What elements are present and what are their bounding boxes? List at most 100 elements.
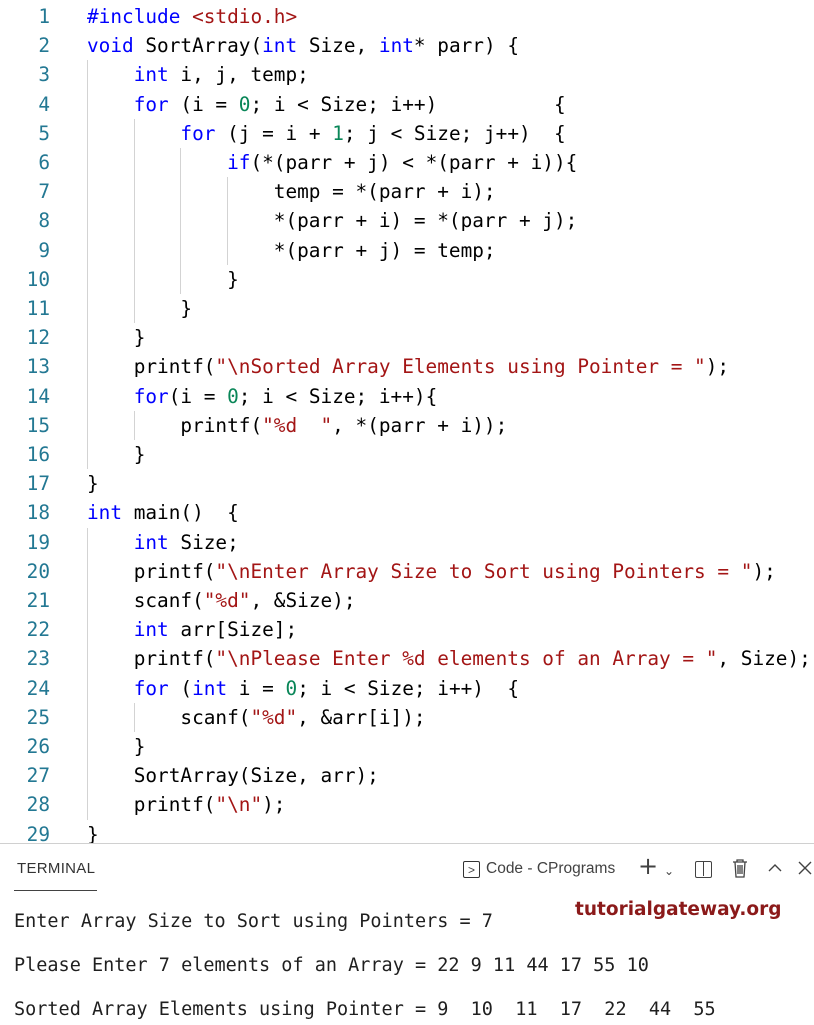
- terminal-panel: TERMINAL > Code - CPrograms + ⌄ tutorial…: [0, 843, 814, 1025]
- line-number: 13: [26, 355, 50, 379]
- chevron-down-icon[interactable]: ⌄: [664, 864, 675, 878]
- tab-terminal[interactable]: TERMINAL: [17, 860, 96, 877]
- terminal-selector[interactable]: > Code - CPrograms: [463, 860, 615, 878]
- line-number: 22: [26, 618, 50, 642]
- indent-guide: [87, 177, 88, 207]
- active-tab-indicator: [14, 890, 97, 891]
- indent-guide: [87, 410, 88, 440]
- code-text: scanf("%d", &Size);: [87, 586, 356, 615]
- code-token: i, j, temp;: [168, 63, 309, 87]
- code-token: int: [192, 676, 228, 700]
- code-text: temp = *(parr + i);: [87, 177, 496, 206]
- code-line: 25 scanf("%d", &arr[i]);: [0, 702, 814, 732]
- line-number: 5: [38, 121, 50, 145]
- code-token: *(parr + i) = *(parr + j);: [87, 209, 578, 233]
- code-text: int i, j, temp;: [87, 60, 309, 89]
- indent-guide: [180, 177, 182, 207]
- indent-guide: [87, 615, 88, 645]
- code-line: 14 for(i = 0; i < Size; i++){: [0, 381, 814, 411]
- line-number: 1: [38, 5, 50, 28]
- code-line: 3 int i, j, temp;: [0, 60, 814, 90]
- code-text: for(i = 0; i < Size; i++){: [87, 382, 438, 411]
- indent-guide: [87, 118, 88, 148]
- code-token: i =: [227, 676, 286, 700]
- code-token: Size;: [168, 530, 239, 554]
- code-token: }: [87, 472, 99, 496]
- code-token: "%d": [250, 705, 298, 729]
- trash-icon[interactable]: [731, 858, 749, 883]
- code-line: 17}: [0, 469, 814, 498]
- code-token: }: [87, 443, 146, 466]
- code-text: printf("%d ", *(parr + i));: [87, 411, 507, 440]
- line-number: 10: [26, 267, 50, 291]
- code-token: 1: [332, 121, 344, 145]
- line-number: 3: [38, 63, 50, 87]
- indent-guide: [180, 235, 182, 265]
- code-line: 26 }: [0, 732, 814, 762]
- code-text: *(parr + i) = *(parr + j);: [87, 206, 578, 235]
- code-text: if(*(parr + j) < *(parr + i)){: [87, 148, 577, 177]
- code-token: [87, 151, 227, 174]
- line-number: 21: [26, 589, 50, 612]
- indent-guide: [87, 556, 88, 586]
- code-token: printf(: [87, 793, 216, 817]
- line-number: 20: [26, 559, 50, 583]
- code-token: temp = *(parr + i);: [87, 180, 496, 204]
- indent-guide: [87, 381, 88, 411]
- code-text: SortArray(Size, arr);: [87, 761, 379, 790]
- code-line: 6 if(*(parr + j) < *(parr + i)){: [0, 148, 814, 178]
- code-token: printf(: [87, 413, 263, 437]
- indent-guide: [87, 235, 88, 265]
- plus-icon[interactable]: +: [638, 852, 659, 880]
- code-token: [87, 618, 134, 641]
- line-number: 15: [26, 413, 50, 437]
- line-number: 8: [38, 209, 50, 233]
- code-line: 11 }: [0, 294, 814, 324]
- code-token: int: [133, 63, 169, 87]
- code-token: , *(parr + i));: [332, 413, 508, 437]
- code-text: printf("\nEnter Array Size to Sort using…: [87, 557, 776, 586]
- line-number: 27: [26, 764, 50, 788]
- code-line: 28 printf("\n");: [0, 790, 814, 820]
- code-token: "\nEnter Array Size to Sort using Pointe…: [215, 559, 753, 583]
- code-line: 23 printf("\nPlease Enter %d elements of…: [0, 644, 814, 674]
- code-token: "\nPlease Enter %d elements of an Array …: [215, 647, 718, 671]
- indent-guide: [87, 89, 88, 119]
- indent-guide: [133, 206, 135, 236]
- line-number: 12: [26, 326, 50, 350]
- code-token: SortArray(Size, arr);: [87, 764, 379, 788]
- code-line: 1#include <stdio.h>: [0, 2, 814, 31]
- code-text: }: [87, 440, 146, 469]
- code-token: ; i < Size; i++){: [238, 384, 438, 408]
- chevron-up-icon[interactable]: [767, 858, 783, 883]
- code-text: scanf("%d", &arr[i]);: [87, 703, 426, 732]
- code-line: 20 printf("\nEnter Array Size to Sort us…: [0, 556, 814, 586]
- indent-guide: [87, 60, 88, 90]
- code-text: }: [87, 469, 99, 498]
- code-line: 15 printf("%d ", *(parr + i));: [0, 410, 814, 440]
- indent-guide: [133, 148, 135, 178]
- code-token: , &arr[i]);: [297, 705, 426, 729]
- indent-guide: [87, 644, 88, 674]
- code-text: printf("\nSorted Array Elements using Po…: [87, 352, 729, 381]
- indent-guide: [133, 410, 135, 440]
- code-token: 0: [238, 92, 251, 116]
- code-token: }: [87, 297, 193, 320]
- line-number: 19: [26, 530, 50, 554]
- code-token: }: [87, 735, 146, 758]
- code-token: int: [262, 34, 298, 58]
- code-line: 8 *(parr + i) = *(parr + j);: [0, 206, 814, 236]
- code-token: <stdio.h>: [192, 5, 298, 28]
- close-icon[interactable]: [797, 858, 813, 883]
- code-line: 19 int Size;: [0, 527, 814, 557]
- code-token: [87, 122, 180, 145]
- code-token: [87, 531, 134, 554]
- indent-guide: [133, 294, 135, 324]
- code-token: [87, 677, 134, 700]
- code-token: );: [705, 355, 730, 379]
- split-icon[interactable]: [695, 861, 712, 878]
- code-token: , &Size);: [250, 589, 356, 612]
- code-token: for: [133, 384, 169, 408]
- line-number: 17: [26, 472, 50, 496]
